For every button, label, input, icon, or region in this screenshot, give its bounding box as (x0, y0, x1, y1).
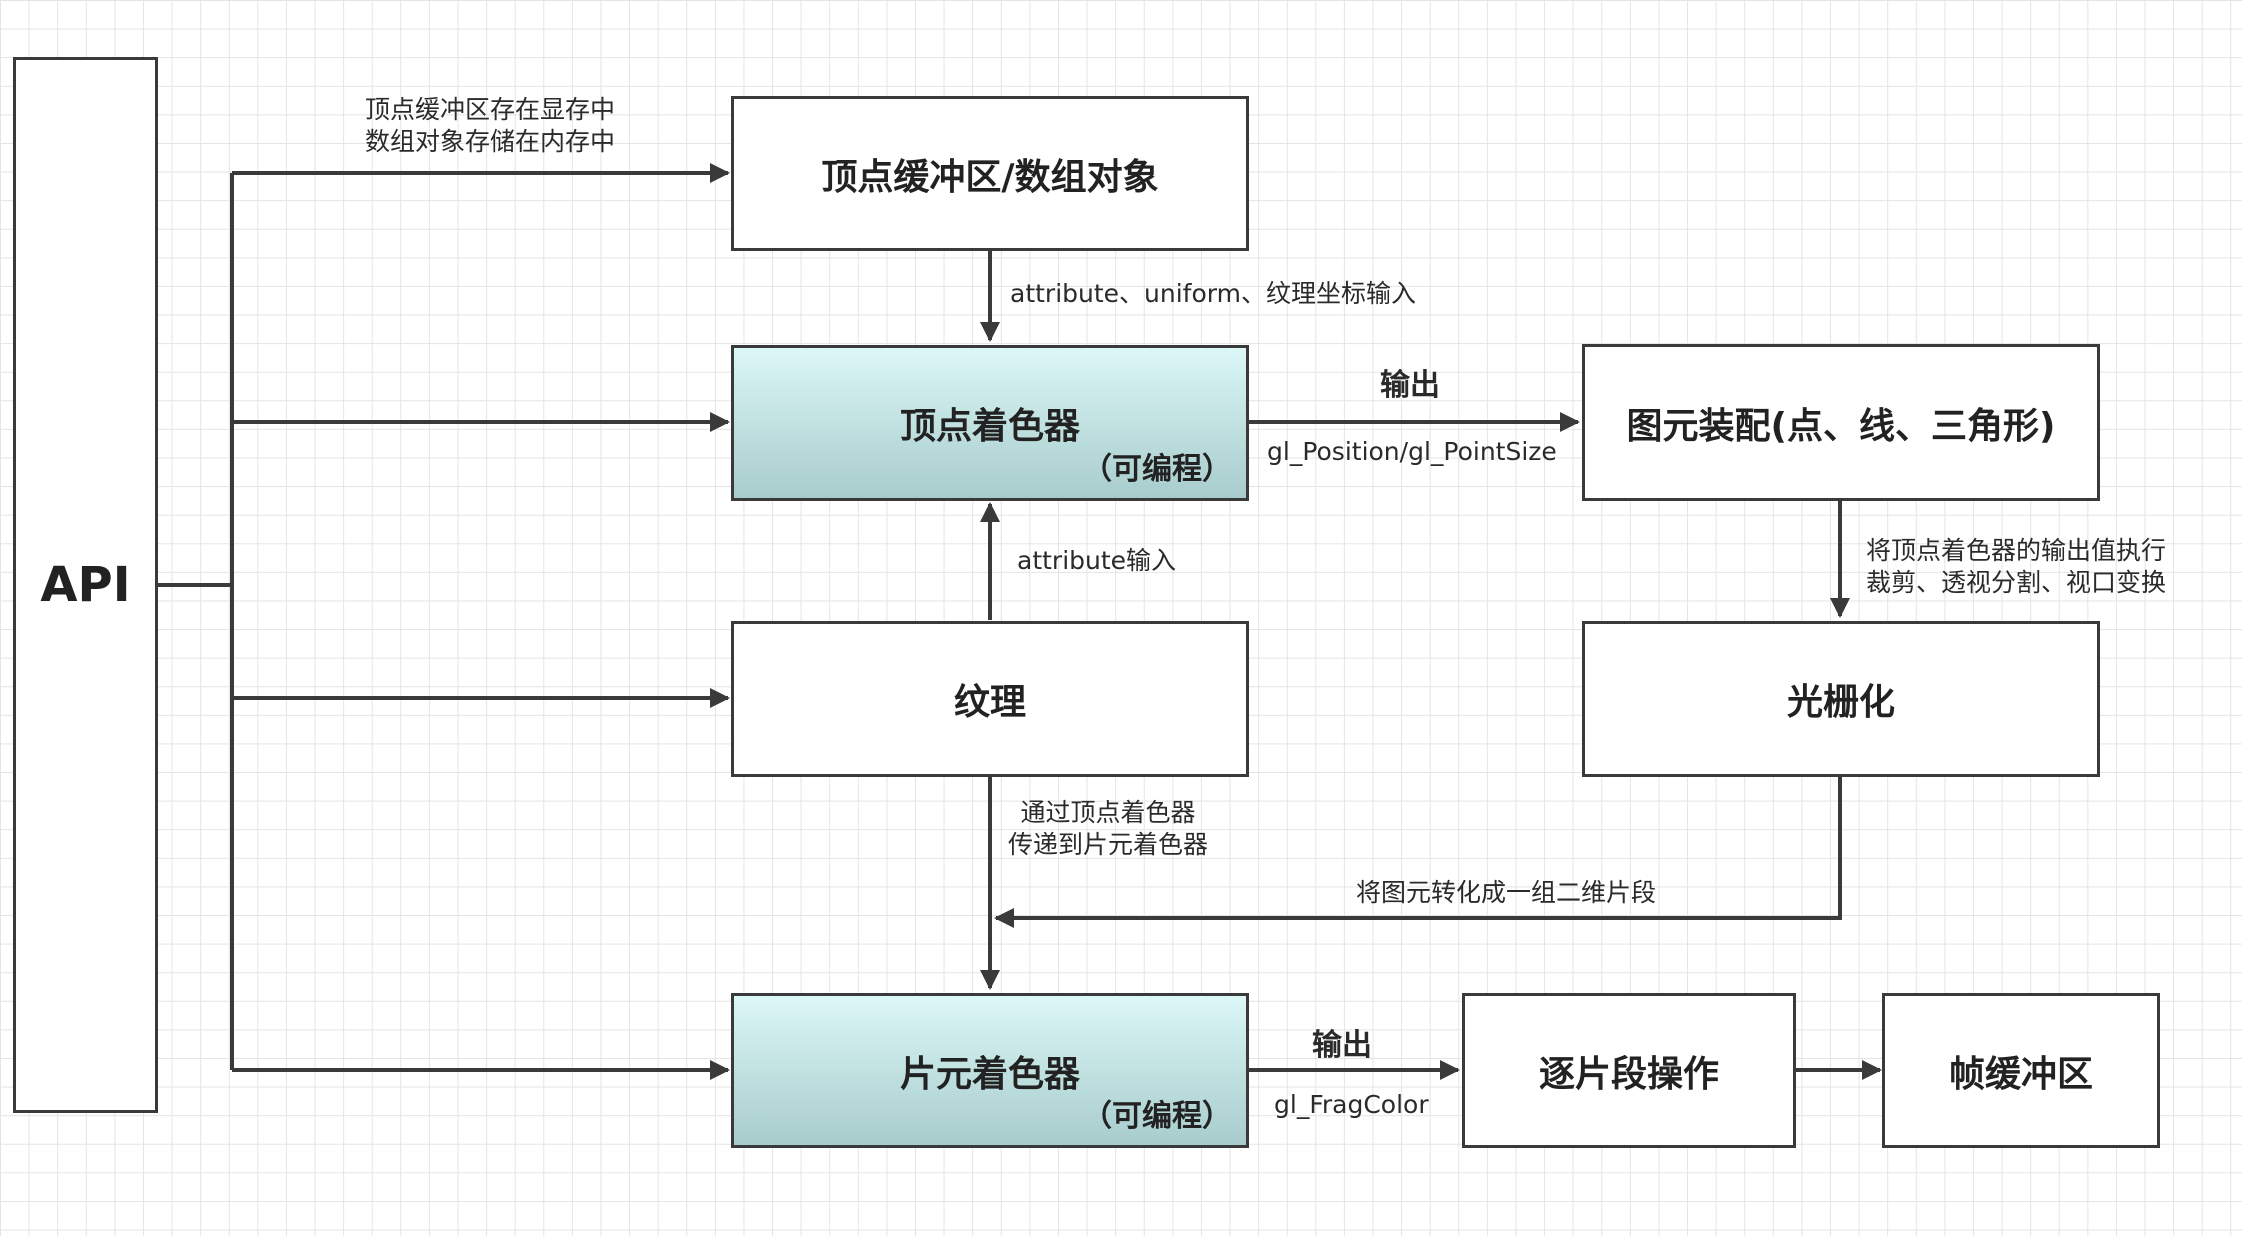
assembly-to-raster-note-line1: 将顶点着色器的输出值执行 (1866, 536, 2167, 565)
fragment-shader-title: 片元着色器 (899, 1053, 1080, 1095)
texture-box: 纹理 (731, 621, 1249, 777)
api-label: API (40, 557, 131, 613)
primitive-assembly-title: 图元装配(点、线、三角形) (1626, 405, 2056, 447)
texture-to-fragment-note-line2: 传递到片元着色器 (1008, 830, 1209, 859)
raster-to-fragment-arrow (994, 776, 1842, 928)
api-box: API (13, 57, 158, 1113)
vertex-shader-programmable-note: （可编程） (1082, 452, 1232, 487)
fragment-output-label: 输出 (1312, 1028, 1372, 1063)
fragment-shader-box: 片元着色器 （可编程） (731, 993, 1249, 1148)
fragment-shader-programmable-note: （可编程） (1082, 1099, 1232, 1134)
raster-to-fragment-label: 将图元转化成一组二维片段 (1356, 878, 1657, 907)
per-fragment-ops-box: 逐片段操作 (1462, 993, 1796, 1148)
primitive-assembly-box: 图元装配(点、线、三角形) (1582, 344, 2100, 501)
framebuffer-title: 帧缓冲区 (1948, 1053, 2093, 1095)
texture-to-fragment-note-line1: 通过顶点着色器 (1020, 798, 1196, 827)
texture-to-vertex-label: attribute输入 (1017, 546, 1177, 575)
framebuffer-box: 帧缓冲区 (1882, 993, 2160, 1148)
texture-to-fragment-note: 通过顶点着色器 传递到片元着色器 (1008, 797, 1208, 861)
vertex-output-vars-label: gl_Position/gl_PointSize (1267, 437, 1557, 466)
vertex-shader-box: 顶点着色器 （可编程） (731, 345, 1249, 501)
api-to-vbo-note-line2: 数组对象存储在内存中 (365, 127, 616, 156)
rasterization-box: 光栅化 (1582, 621, 2100, 777)
rasterization-title: 光栅化 (1786, 682, 1895, 723)
vertex-buffer-box: 顶点缓冲区/数组对象 (731, 96, 1249, 251)
vertex-output-label: 输出 (1380, 368, 1440, 403)
vertex-buffer-title: 顶点缓冲区/数组对象 (821, 156, 1159, 198)
texture-title: 纹理 (953, 682, 1026, 723)
vbo-to-vertex-shader-label: attribute、uniform、纹理坐标输入 (1010, 279, 1416, 308)
assembly-to-raster-note: 将顶点着色器的输出值执行 裁剪、透视分割、视口变换 (1866, 535, 2166, 599)
fragment-output-var-label: gl_FragColor (1274, 1090, 1429, 1119)
api-to-vbo-note: 顶点缓冲区存在显存中 数组对象存储在内存中 (365, 94, 615, 158)
assembly-to-raster-note-line2: 裁剪、透视分割、视口变换 (1866, 568, 2167, 597)
api-to-vbo-note-line1: 顶点缓冲区存在显存中 (365, 95, 616, 124)
vertex-shader-title: 顶点着色器 (899, 406, 1080, 447)
per-fragment-ops-title: 逐片段操作 (1538, 1053, 1719, 1095)
